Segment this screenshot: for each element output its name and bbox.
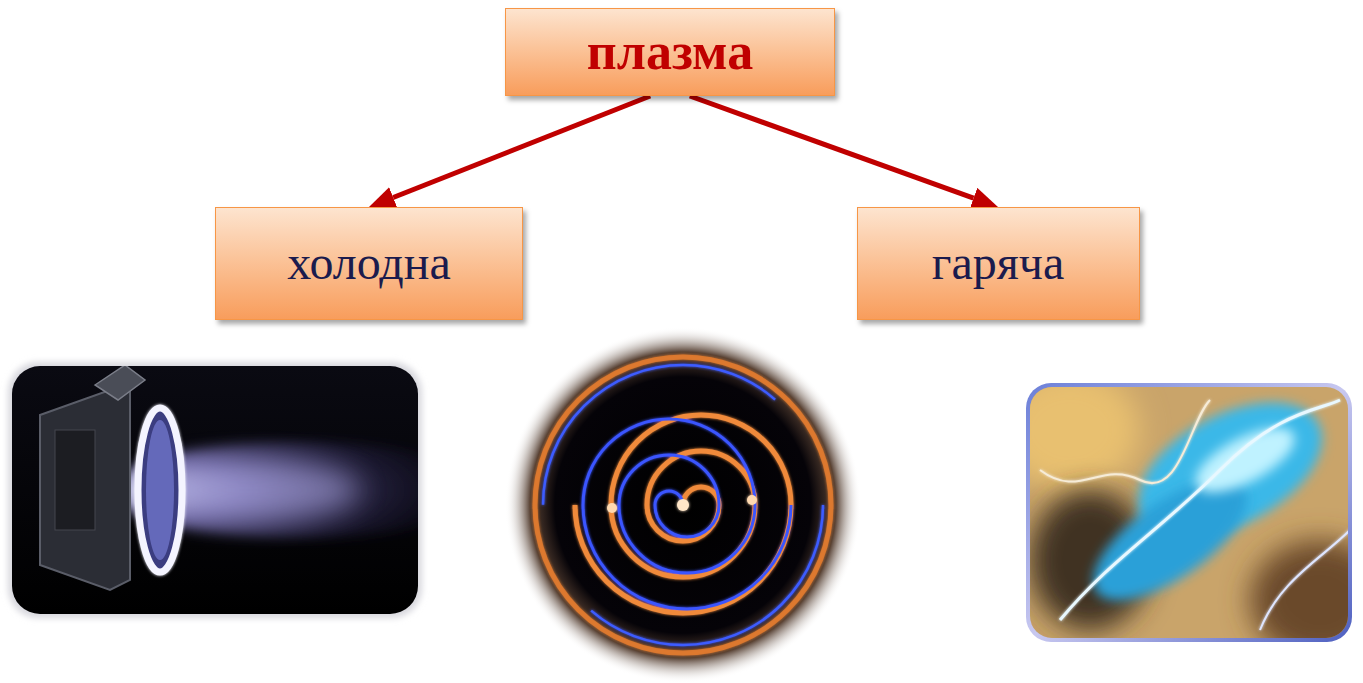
picture-ground [12,366,418,614]
plasma-spiral-picture [505,327,861,683]
bright-flow [1186,415,1304,505]
orange-spiral [575,415,791,613]
arrow-connector [393,96,650,197]
thruster-housing [55,430,95,530]
category-box: гаряча [857,207,1140,320]
dark-blob [1250,540,1348,638]
orange-ring [535,357,831,653]
box-label: холодна [287,237,451,290]
light-streak [1260,530,1348,630]
light-streak [1060,400,1340,620]
box-label: гаряча [932,237,1065,290]
blue-spiral [583,419,791,609]
thruster-grid [138,408,182,572]
spiral-spark [607,503,617,513]
spiral-ground [505,327,861,683]
hot-plasma-picture [1000,370,1363,660]
arrow-connector [690,96,974,198]
light-streak [1040,400,1210,483]
thruster-body [40,390,130,590]
spiral-spark [747,495,757,505]
category-box: холодна [215,207,523,320]
thruster-grid-inner [146,420,174,560]
root-box: плазма [505,8,835,96]
box-label: плазма [587,23,753,80]
spiral-center [677,499,689,511]
thruster-picture [8,362,490,618]
blue-ring [543,365,823,645]
thruster-mount [95,366,145,400]
picture-glow [8,362,422,618]
